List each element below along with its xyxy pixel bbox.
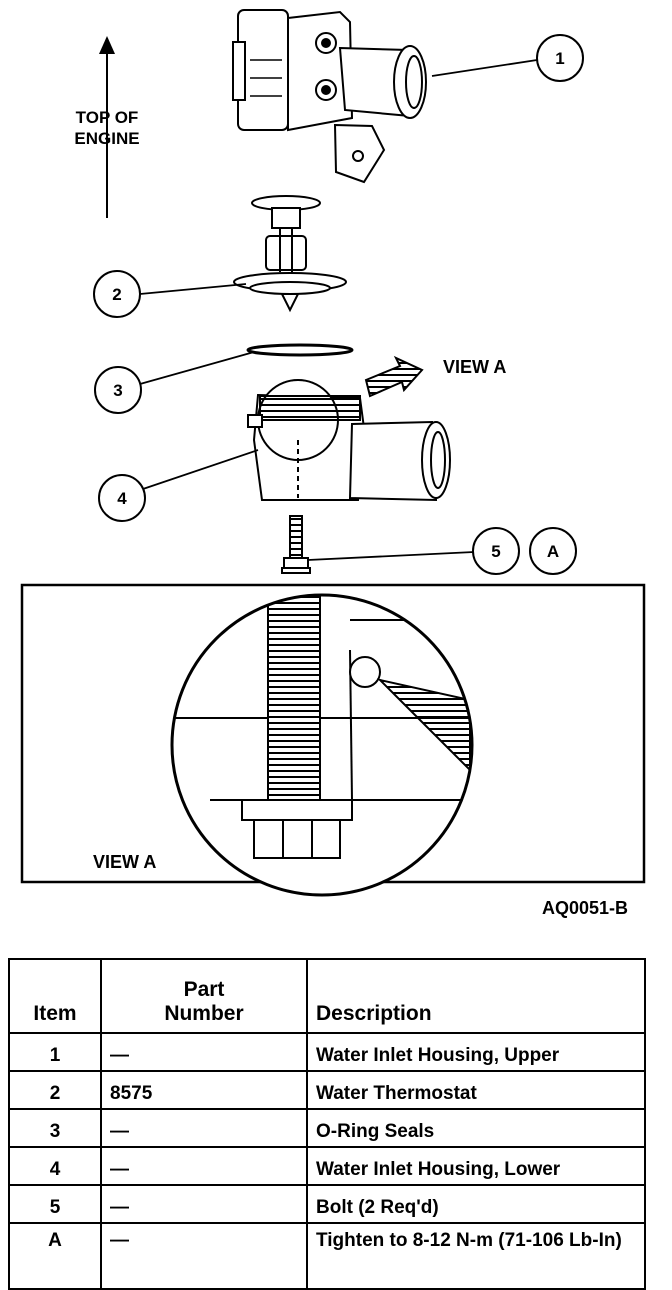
exploded-view-diagram: TOP OF ENGINE VIEW A xyxy=(20,9,646,918)
figure-code: AQ0051-B xyxy=(542,898,628,918)
table-row: 1 — Water Inlet Housing, Upper xyxy=(8,1032,646,1072)
header-part-number: Part Number xyxy=(100,958,308,1034)
row-part-number: — xyxy=(100,1222,308,1290)
callout-3: 3 xyxy=(94,366,142,414)
row-item: 1 xyxy=(8,1032,102,1072)
view-a-inset xyxy=(20,583,646,897)
row-description: Water Inlet Housing, Upper xyxy=(306,1032,646,1072)
row-item: 2 xyxy=(8,1070,102,1110)
table-row: 3 — O-Ring Seals xyxy=(8,1108,646,1148)
svg-text:3: 3 xyxy=(113,381,122,400)
row-item: 3 xyxy=(8,1108,102,1148)
direction-label-line2: ENGINE xyxy=(74,129,139,148)
row-description: Bolt (2 Req'd) xyxy=(306,1184,646,1224)
table-row: 4 — Water Inlet Housing, Lower xyxy=(8,1146,646,1186)
lower-housing-drawing xyxy=(247,379,451,502)
svg-text:2: 2 xyxy=(112,285,121,304)
row-description: O-Ring Seals xyxy=(306,1108,646,1148)
header-item: Item xyxy=(8,958,102,1034)
view-a-arrow xyxy=(364,355,424,398)
upper-housing-drawing xyxy=(232,9,427,184)
svg-text:4: 4 xyxy=(117,489,127,508)
header-part-line1: Part xyxy=(183,978,225,1001)
inset-view-label: VIEW A xyxy=(93,852,156,872)
bolt-drawing xyxy=(281,515,311,574)
callout-a: A xyxy=(529,527,577,575)
row-part-number: — xyxy=(100,1184,308,1224)
header-description: Description xyxy=(306,958,646,1034)
leader-lines xyxy=(139,59,538,561)
row-item: 5 xyxy=(8,1184,102,1224)
table-row: A — Tighten to 8-12 N-m (71-106 Lb-In) xyxy=(8,1222,646,1290)
row-part-number: — xyxy=(100,1146,308,1186)
table-row: 5 — Bolt (2 Req'd) xyxy=(8,1184,646,1224)
thermostat-drawing xyxy=(233,195,347,313)
table-row: 2 8575 Water Thermostat xyxy=(8,1070,646,1110)
header-part-line2: Number xyxy=(164,1002,244,1025)
row-part-number: — xyxy=(100,1032,308,1072)
row-item: A xyxy=(8,1222,102,1290)
row-item: 4 xyxy=(8,1146,102,1186)
callout-4: 4 xyxy=(98,474,146,522)
svg-text:5: 5 xyxy=(491,542,500,561)
callout-2: 2 xyxy=(93,270,141,318)
direction-label-line1: TOP OF xyxy=(76,108,139,127)
row-part-number: 8575 xyxy=(100,1070,308,1110)
svg-text:1: 1 xyxy=(555,49,564,68)
row-part-number: — xyxy=(100,1108,308,1148)
parts-table-header-row: Item Part Number Description xyxy=(8,958,646,1034)
parts-table: Item Part Number Description 1 — Water I… xyxy=(8,958,646,1290)
callout-5: 5 xyxy=(472,527,520,575)
o-ring-drawing xyxy=(246,343,354,357)
callout-1: 1 xyxy=(536,34,584,82)
row-description: Water Inlet Housing, Lower xyxy=(306,1146,646,1186)
svg-text:A: A xyxy=(547,542,559,561)
row-description: Tighten to 8-12 N-m (71-106 Lb-In) xyxy=(306,1222,646,1290)
view-a-arrow-label: VIEW A xyxy=(443,357,506,377)
row-description: Water Thermostat xyxy=(306,1070,646,1110)
